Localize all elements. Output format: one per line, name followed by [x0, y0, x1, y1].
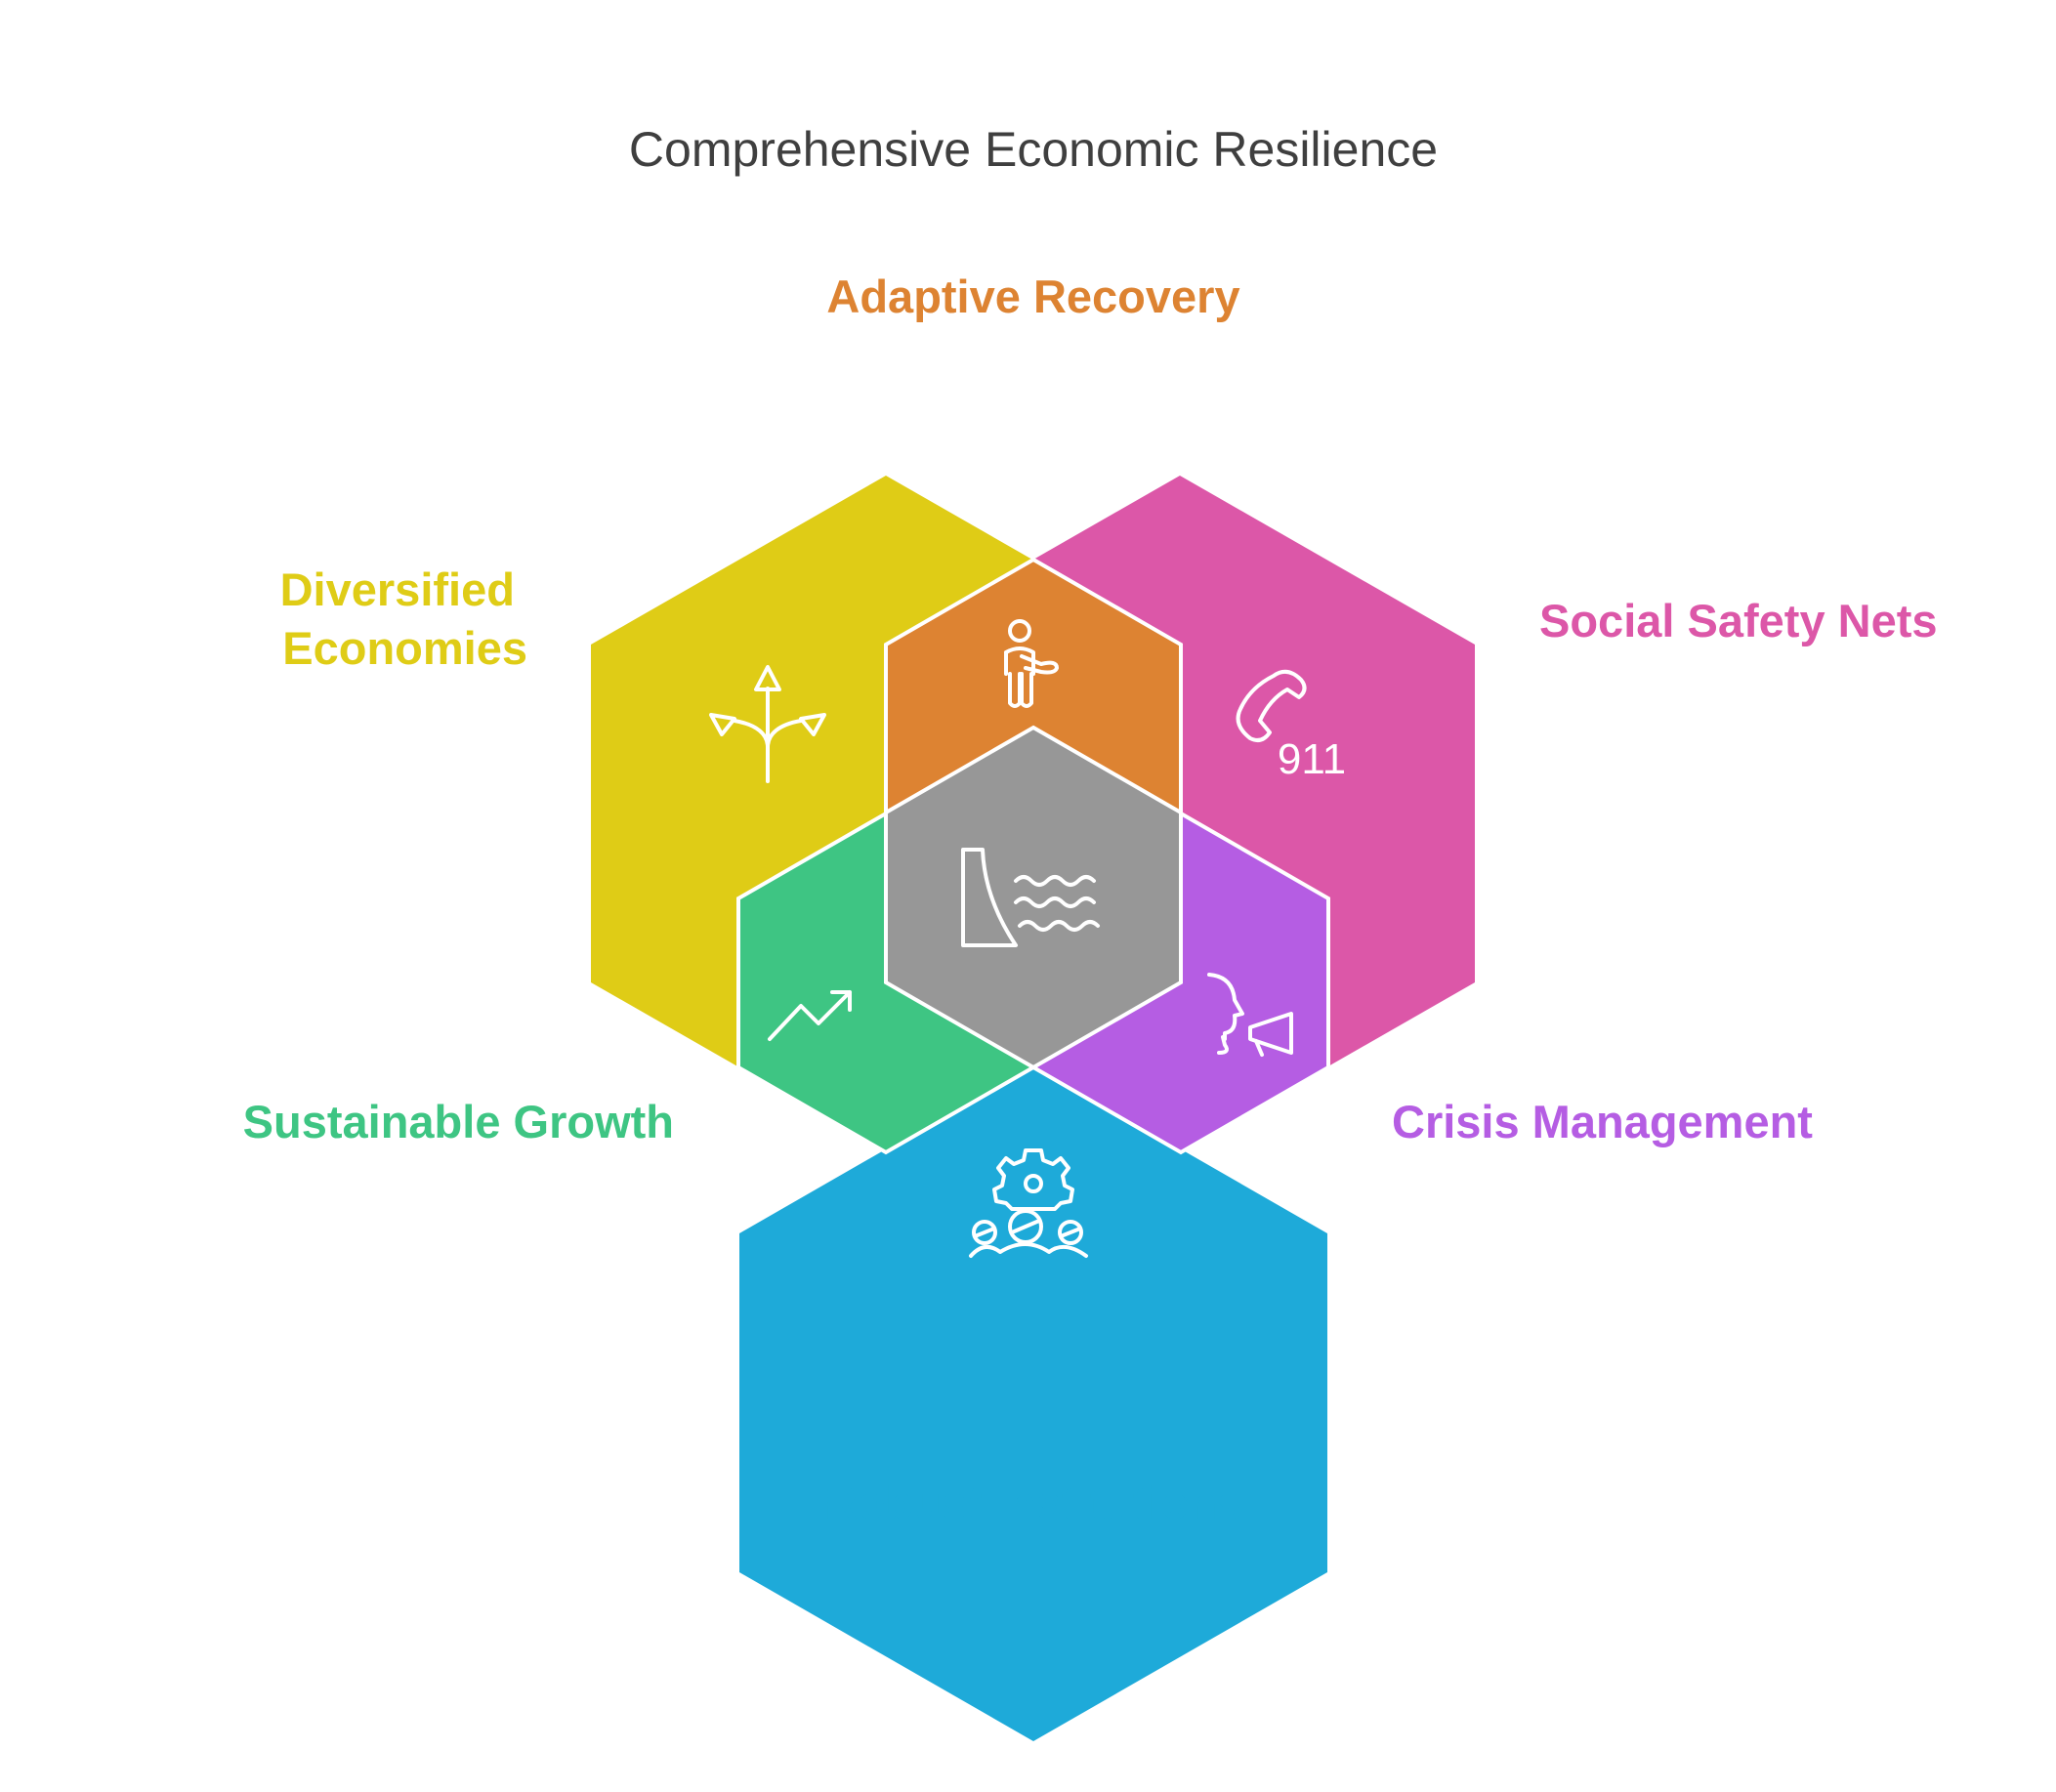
person-megaphone-icon [1207, 973, 1293, 1057]
branching-arrows-icon [709, 665, 826, 783]
label-diversified-line-2: Economies [282, 622, 527, 674]
dam-water-icon [961, 848, 1100, 947]
phone-911-icon [1236, 669, 1307, 742]
person-arm-sling-icon [1004, 619, 1059, 708]
label-sustainable-growth: Sustainable Growth [243, 1096, 674, 1147]
label-social-safety-nets: Social Safety Nets [1539, 595, 1938, 646]
trend-up-icon [768, 990, 852, 1041]
hexagon-robust-institutions [739, 1064, 1327, 1741]
label-robust-institutions: Robust Institutions [824, 1477, 1242, 1528]
label-crisis-management: Crisis Management [1392, 1096, 1813, 1147]
label-diversified-economies: Diversified Economies [280, 563, 527, 674]
region-center [884, 725, 1183, 1070]
label-adaptive-recovery: Adaptive Recovery [826, 271, 1239, 322]
phone-911-label: 911 [1278, 735, 1346, 783]
diagram-title: Comprehensive Economic Resilience [629, 122, 1438, 177]
gear-people-icon [969, 1148, 1088, 1258]
label-diversified-line-1: Diversified [280, 563, 515, 615]
